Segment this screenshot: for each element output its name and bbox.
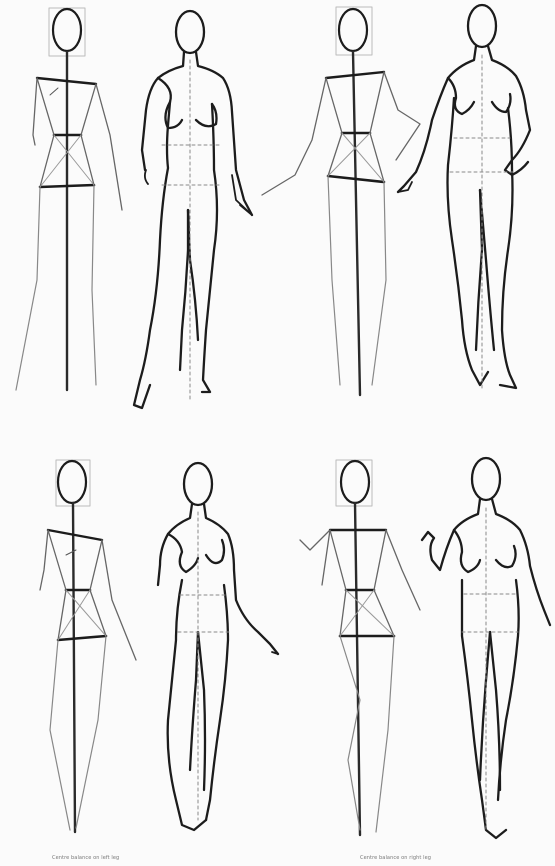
croquis-skeleton-top-left: [16, 8, 122, 390]
figure-guides-bottom-right: [462, 508, 518, 830]
caption-left: Centre balance on left leg: [52, 855, 119, 861]
croquis-skeleton-bottom-right: [300, 460, 420, 835]
caption-right: Centre balance on right leg: [360, 855, 431, 861]
figure-guides-top-right: [450, 55, 514, 390]
croquis-skeleton-bottom-left: [40, 460, 136, 832]
fashion-figure-top-right: [398, 5, 530, 388]
fashion-figure-top-left: [134, 11, 252, 408]
fashion-figure-bottom-left: [158, 463, 278, 830]
croquis-skeleton-top-right: [262, 7, 420, 395]
